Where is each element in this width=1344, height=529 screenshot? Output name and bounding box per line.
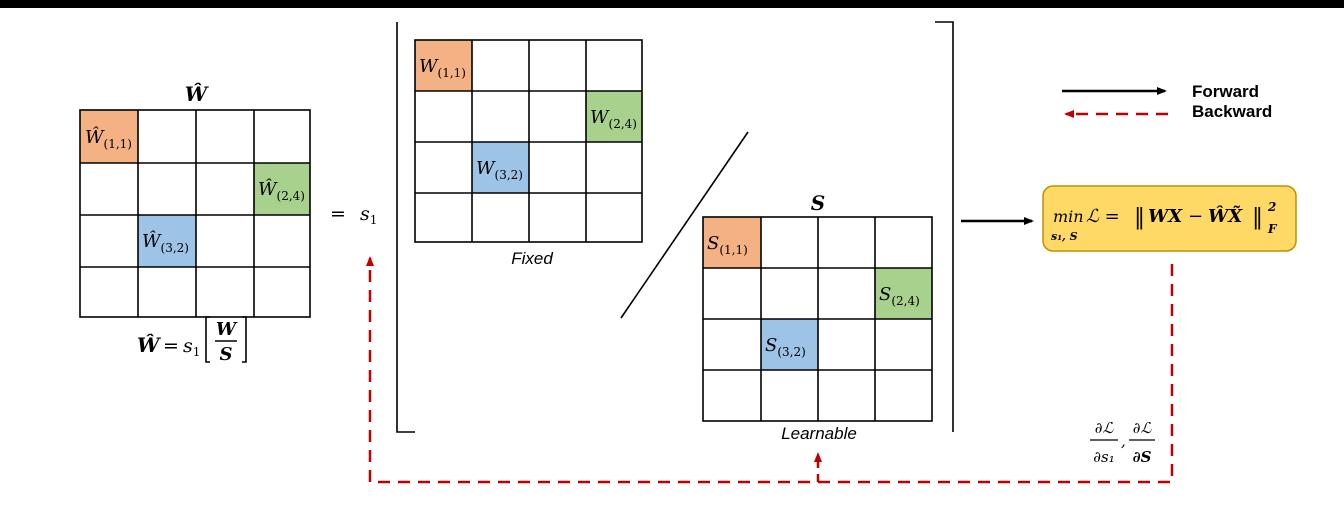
s-title: S	[811, 191, 825, 215]
w-label-2-4: W(2,4)	[590, 107, 637, 131]
w-hat-label-1-1: Ŵ(1,1)	[85, 125, 132, 151]
grad2-num: ∂ℒ	[1133, 419, 1153, 437]
top-border	[0, 0, 1344, 8]
w-grid	[414, 39, 643, 243]
w-label-3-2: W(3,2)	[476, 158, 523, 182]
floor-bracket-left	[205, 316, 210, 363]
objective-norm-open: ‖	[1134, 205, 1145, 230]
grad-sep: ,	[1121, 432, 1126, 450]
objective-background	[1042, 185, 1297, 252]
objective-box: min s₁, S ℒ = ‖ WX − ŴX̃ ‖ 2 F	[1042, 185, 1297, 252]
s-matrix: S S(1,1) S(2,4) S(3,2) Learnable	[702, 191, 933, 443]
objective-norm-close: ‖	[1252, 205, 1263, 230]
objective-loss: ℒ =	[1086, 206, 1120, 227]
objective-minus: −	[1188, 206, 1203, 227]
equals-scale: s1	[360, 203, 377, 227]
s-cell-1-1	[703, 217, 761, 268]
objective-expr-a: WX	[1148, 206, 1183, 227]
w-hat-label-3-2: Ŵ(3,2)	[142, 229, 189, 255]
objective-norm-sup: 2	[1267, 200, 1276, 214]
s-cell-2-4	[875, 268, 932, 319]
equals-sign: =	[330, 203, 346, 225]
w-hat-formula: Ŵ = s1 W S	[137, 316, 247, 365]
big-bracket-right	[935, 21, 954, 432]
w-cell-1-1	[415, 40, 472, 91]
formula-scale: s1	[183, 335, 200, 359]
grad1-den: ∂s₁	[1093, 448, 1114, 466]
w-label-1-1: W(1,1)	[419, 56, 466, 80]
objective-min-sub: s₁, S	[1051, 230, 1078, 243]
w-hat-label-2-4: Ŵ(2,4)	[258, 177, 305, 203]
s-grid	[702, 216, 933, 422]
gradient-labels: ∂ℒ ∂s₁ , ∂ℒ ∂S	[1090, 419, 1155, 466]
formula-eq: =	[163, 335, 179, 357]
w-hat-cell-2-4	[254, 163, 310, 215]
w-caption: Fixed	[511, 249, 553, 268]
formula-denominator: S	[220, 344, 233, 365]
formula-lhs: Ŵ	[137, 333, 162, 357]
legend: Forward Backward	[1062, 82, 1272, 121]
grad1-num: ∂ℒ	[1095, 419, 1115, 437]
w-hat-cell-1-1	[80, 110, 138, 163]
w-matrix: W(1,1) W(2,4) W(3,2) Fixed	[414, 39, 643, 268]
grad2-den: ∂S	[1133, 448, 1152, 466]
legend-forward-label: Forward	[1192, 82, 1259, 101]
s-label-1-1: S(1,1)	[707, 233, 748, 257]
objective-min: min	[1053, 207, 1084, 226]
w-cell-2-4	[586, 91, 642, 142]
division-slash	[620, 131, 749, 319]
backward-main-line	[366, 256, 1174, 484]
w-hat-title: Ŵ	[185, 82, 210, 106]
w-hat-cell-3-2	[138, 215, 196, 267]
objective-expr-b: ŴX̃	[1208, 204, 1243, 227]
big-bracket-left	[396, 22, 415, 433]
s-label-3-2: S(3,2)	[765, 335, 806, 359]
w-hat-grid	[79, 109, 311, 318]
floor-bracket-right	[242, 316, 247, 363]
backward-path	[366, 256, 1174, 484]
w-hat-matrix: Ŵ Ŵ(1,1) Ŵ(2,4) Ŵ(3,2)	[79, 82, 311, 318]
s-cell-3-2	[761, 319, 818, 370]
w-cell-3-2	[472, 142, 529, 193]
objective-norm-sub: F	[1267, 222, 1278, 236]
formula-numerator: W	[216, 319, 238, 340]
s-label-2-4: S(2,4)	[879, 284, 920, 308]
legend-backward-label: Backward	[1192, 102, 1272, 121]
s-caption: Learnable	[781, 424, 857, 443]
